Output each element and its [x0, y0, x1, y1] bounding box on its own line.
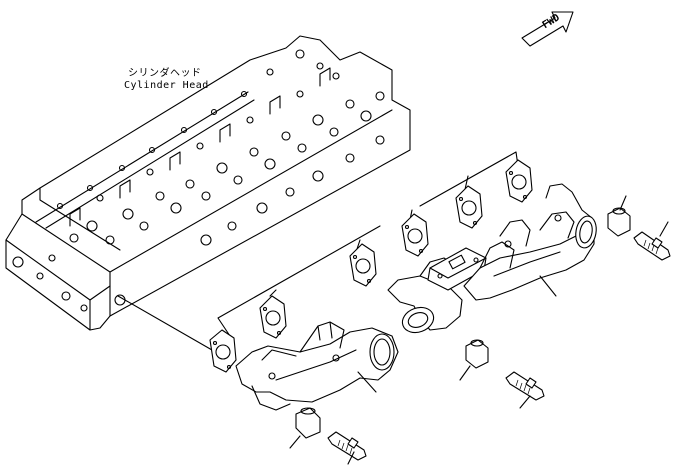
gasket: [350, 244, 376, 286]
leader-line-head: [118, 296, 212, 350]
spacer-sleeve: [296, 408, 320, 438]
exhaust-manifold-rear: [464, 184, 599, 300]
gasket: [402, 214, 428, 256]
cylinder-head: [6, 36, 410, 330]
cylinder-head-label-en: Cylinder Head: [124, 80, 209, 91]
exhaust-manifold-front: [236, 322, 398, 410]
gasket: [210, 330, 236, 372]
gasket: [456, 186, 482, 228]
leader-line-rear-manifold: [540, 276, 556, 296]
stud-bolt: [634, 232, 670, 260]
gasket: [506, 160, 532, 202]
exhaust-manifold-middle: [388, 248, 486, 337]
stud-bolt: [506, 372, 544, 400]
leader-line-front-manifold: [358, 372, 376, 392]
spacer-sleeve: [608, 208, 630, 236]
fwd-arrow-icon: [522, 12, 573, 46]
spacer-sleeve: [466, 340, 488, 368]
leader-line-gaskets-front: [218, 226, 380, 336]
cylinder-head-label-jp: シリンダヘッド: [128, 68, 202, 79]
stud-bolt: [328, 432, 366, 460]
gasket: [260, 296, 286, 338]
